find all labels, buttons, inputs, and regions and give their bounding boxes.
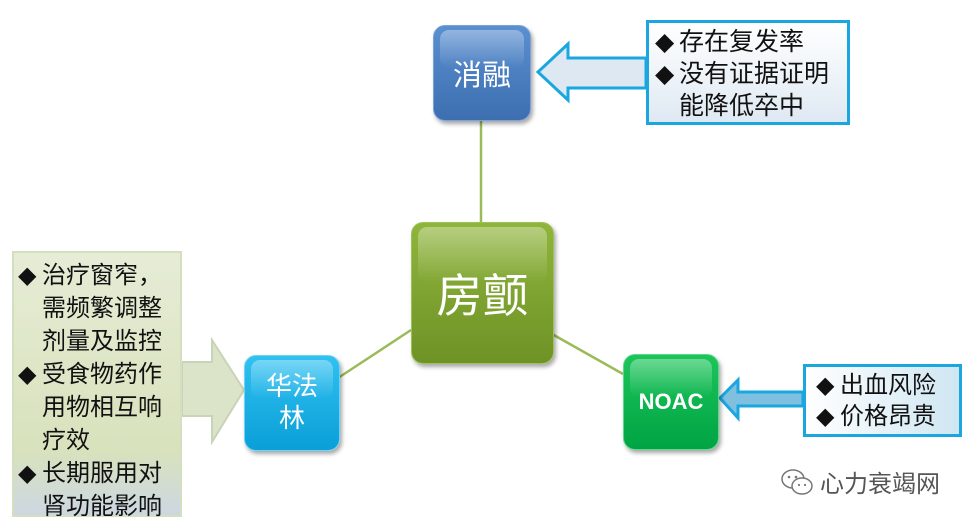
arrow-right [717,376,805,422]
callout-ablation: ◆ 存在复发率 ◆ 没有证据证明 能降低卒中 [646,20,850,125]
callout-warfarin: ◆ 治疗窗窄， 需频繁调整 剂量及监控 ◆ 受食物药作 用物相互响 疗效 ◆ 长… [12,251,182,520]
callout-text: 出血风险 [840,371,936,399]
arrow-top [535,40,648,104]
arrow-left [181,336,246,446]
callout-noac: ◆ 出血风险 ◆ 价格昂贵 [803,364,962,437]
callout-item: ◆ 治疗窗窄， 需频繁调整 剂量及监控 [18,259,176,358]
diamond-bullet-icon: ◆ [816,402,835,430]
diamond-bullet-icon: ◆ [655,27,675,56]
node-warfarin: 华法 林 [244,355,340,451]
center-label: 房颤 [436,269,529,323]
ablation-label: 消融 [452,58,511,92]
node-noac: NOAC [623,354,719,450]
callout-item: ◆ 价格昂贵 [816,401,949,432]
diamond-bullet-icon: ◆ [816,371,835,399]
warfarin-label-line1: 华法 [265,372,318,402]
diamond-bullet-icon: ◆ [18,360,37,388]
callout-text: 长期服用对 肾功能影响 [42,459,162,520]
callout-text: 受食物药作 用物相互响 疗效 [42,360,162,454]
callout-text: 存在复发率 [679,27,805,56]
callout-item: ◆ 受食物药作 用物相互响 疗效 [18,358,176,457]
watermark-text: 心力衰竭网 [820,470,940,498]
diamond-bullet-icon: ◆ [18,459,37,487]
warfarin-label: 华法 林 [266,371,318,435]
callout-text: 没有证据证明 能降低卒中 [679,59,830,120]
diamond-bullet-icon: ◆ [18,261,37,289]
callout-item: ◆ 长期服用对 肾功能影响 [18,457,176,523]
center-node-af: 房颤 [411,222,554,364]
diamond-bullet-icon: ◆ [655,59,675,88]
callout-item: ◆ 出血风险 [816,370,949,401]
warfarin-label-line2: 林 [278,404,305,434]
callout-text: 价格昂贵 [840,402,936,430]
watermark: 心力衰竭网 [780,464,940,499]
callout-item: ◆ 存在复发率 [655,26,841,58]
wechat-icon [781,468,813,495]
callout-item: ◆ 没有证据证明 能降低卒中 [655,58,841,122]
noac-label: NOAC [638,389,704,414]
node-ablation: 消融 [433,25,531,121]
callout-text: 治疗窗窄， 需频繁调整 剂量及监控 [42,261,162,355]
